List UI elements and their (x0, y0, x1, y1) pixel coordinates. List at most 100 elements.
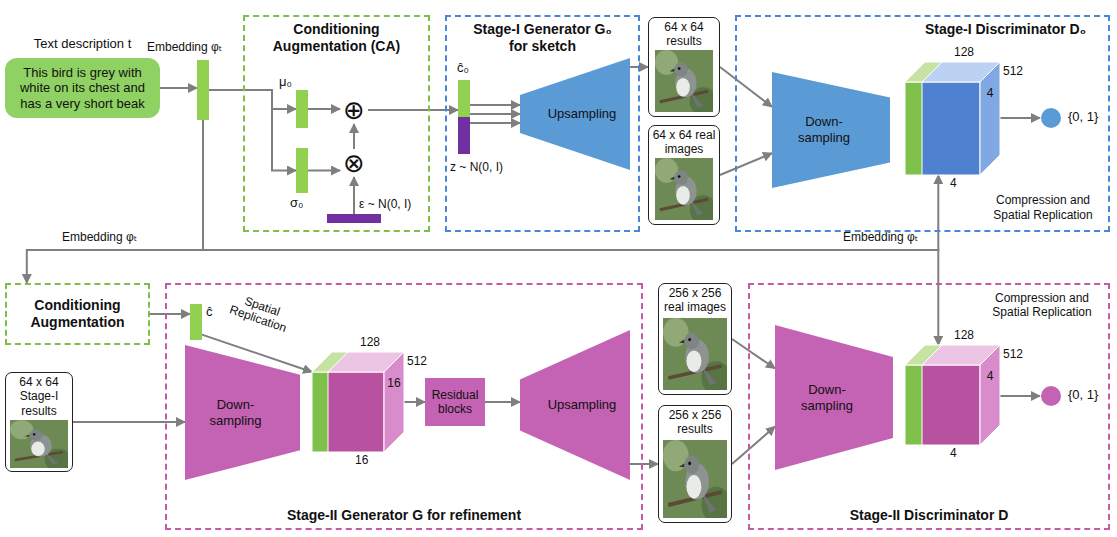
feature-cube-text: 512 (1003, 64, 1023, 78)
noise-bar: ε ~ N(0, I) (327, 214, 381, 223)
real-image-box: 256 x 256 real images (658, 283, 732, 395)
cube-face (905, 82, 980, 175)
stage-one-discriminator-box-text: Stage-I Discriminator D₀ (925, 21, 1086, 38)
text-description-box: Text description tThis bird is grey with… (5, 58, 160, 118)
latent-vector-text: z ~ N(0, I) (450, 160, 503, 174)
feature-cube-text: 128 (360, 335, 380, 349)
feature-cube-text: 16 (384, 376, 404, 390)
edge-label: Embedding φₜ (843, 230, 918, 244)
sum-operator: ⊕ (340, 96, 368, 124)
upsampling-block-text: Upsampling (534, 397, 617, 413)
upsampling-block-text: Upsampling (534, 106, 617, 122)
feature-cube-text: 128 (954, 45, 974, 59)
bird-photo (663, 318, 731, 395)
feature-cube-text: 512 (407, 354, 427, 368)
real-image-box: 64 x 64 real images (648, 125, 720, 225)
cube-face (312, 372, 384, 452)
downsampling-block: Down-sampling (772, 72, 890, 188)
stage-two-discriminator-box-text: Compression and Spatial Replication (982, 291, 1102, 320)
connector-arrow (404, 401, 425, 403)
cube-face (312, 372, 328, 452)
connector-arrow (1000, 117, 1040, 119)
cube-face (905, 365, 980, 445)
output-circle-text: {0, 1} (1068, 109, 1098, 125)
connector-arrow (470, 113, 520, 115)
stage-one-result-box: 64 x 64 Stage-I results (5, 372, 73, 472)
embedding-bar: Embedding φₜ (197, 60, 209, 120)
product-operator: ⊗ (340, 149, 368, 177)
connector-arrow (732, 427, 775, 465)
downsampling-block: Down-sampling (775, 325, 893, 470)
feature-cube-text: 4 (950, 446, 957, 460)
stage-one-discriminator-box: Stage-I Discriminator D₀ Compression and … (735, 15, 1110, 232)
connector-arrow (308, 170, 340, 172)
feature-cube-text: 16 (355, 453, 368, 467)
stage-one-result-box-text: 64 x 64 Stage-I results (6, 375, 72, 418)
feature-cube: 1285121616 (312, 352, 404, 452)
connector-arrow (150, 313, 190, 315)
text-description-box-text: Text description t (5, 36, 160, 52)
block-shape (520, 330, 630, 480)
connector-arrow (27, 120, 203, 283)
feature-cube-text: 4 (980, 369, 1000, 383)
text-description-box-text: This bird is grey with white on its ches… (11, 65, 154, 112)
cube-face (905, 82, 922, 175)
cube-face (905, 365, 922, 445)
image-result-box: 256 x 256 results (658, 405, 732, 523)
connector-arrow (73, 421, 185, 423)
sigma-bar-text: σ₀ (290, 195, 303, 211)
stage-one-discriminator-box-text: Compression and Spatial Replication (984, 193, 1102, 222)
condition-bar-text: ĉ (206, 304, 213, 320)
image-result-box: 64 x 64 results (648, 17, 720, 117)
connector-arrow (1000, 395, 1040, 397)
upsampling-block: Upsampling (520, 330, 630, 480)
connector-arrow (470, 104, 520, 106)
bird-photo (655, 158, 717, 224)
sum-operator-text: ⊕ (343, 96, 365, 124)
latent-vector-text: ĉ₀ (457, 60, 469, 76)
downsampling-block-text: Down-sampling (793, 114, 855, 145)
connector-arrow (732, 339, 775, 369)
node-shape (1040, 385, 1062, 407)
stage-one-generator-box-text: Stage-I Generator G₀ for sketch (447, 21, 638, 55)
output-circle: {0, 1} (1040, 107, 1062, 129)
latent-vector: ĉ₀z ~ N(0, I) (458, 80, 470, 154)
upsampling-block: Upsampling (520, 58, 630, 170)
block-shape (775, 325, 893, 470)
block-shape (520, 58, 630, 170)
edge-label: Embedding φₜ (62, 230, 137, 244)
cube-face (905, 62, 942, 82)
feature-cube-text: 4 (950, 176, 957, 190)
mu-bar: μ₀ (296, 90, 308, 128)
downsampling-block-text: Down-sampling (796, 382, 858, 413)
block-shape (185, 345, 300, 480)
feature-cube-text: 128 (954, 328, 974, 342)
noise-bar-text: ε ~ N(0, I) (359, 197, 411, 211)
real-image-box-text: 256 x 256 real images (659, 286, 731, 315)
output-circle-text: {0, 1} (1068, 387, 1098, 403)
stage-two-generator-box-text: Stage-II Generator G for refinement (167, 507, 641, 524)
connector-arrow (720, 153, 772, 175)
conditioning-augmentation-box-text: Conditioning Augmentation (CA) (245, 21, 428, 55)
bird-photo (655, 50, 717, 116)
conditioning-augmentation-box: Conditioning Augmentation (CA) μ₀ σ₀ ⊕ ⊗ ε ~ … (243, 15, 430, 232)
connector-arrow (160, 87, 197, 89)
node-shape (905, 345, 1000, 445)
output-dot (1041, 108, 1061, 128)
bird-photo (663, 440, 731, 523)
real-image-box-text: 64 x 64 real images (649, 128, 719, 157)
sigma-bar: σ₀ (296, 148, 308, 193)
feature-cube-text: 4 (980, 86, 1000, 100)
connector-arrow (470, 122, 520, 124)
connector-arrow (209, 90, 296, 109)
cube-face (980, 345, 1000, 445)
residual-blocks-text: Residual blocks (425, 388, 485, 417)
connector-arrow (353, 124, 355, 149)
node-shape (905, 62, 1000, 175)
stage-two-discriminator-box-text: Stage-II Discriminator D (750, 507, 1108, 524)
conditioning-augmentation-box-text: Conditioning Augmentation (7, 297, 148, 331)
stage-two-generator-box: Stage-II Generator G for refinement ĉDown… (165, 283, 643, 530)
edge-label: Spatial Replication (220, 288, 300, 338)
downsampling-block: Down-sampling (185, 345, 300, 480)
embedding-bar-text: Embedding φₜ (147, 40, 222, 54)
